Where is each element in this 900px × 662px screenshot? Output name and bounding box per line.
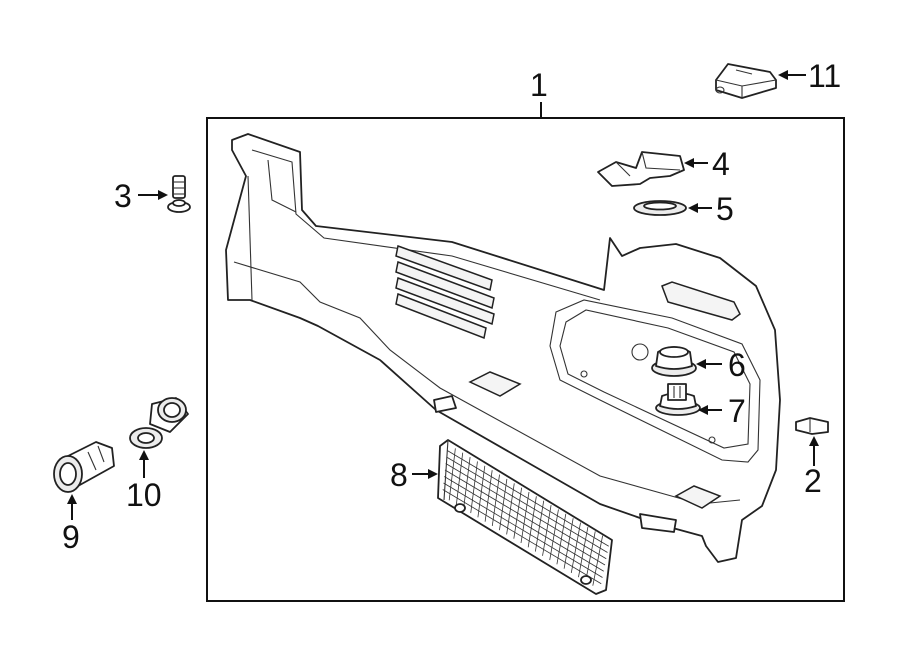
- net-mesh-line: [445, 463, 607, 560]
- callout-11: 11: [778, 58, 841, 94]
- callout-1-label: 1: [530, 67, 548, 103]
- callout-5: 5: [688, 191, 734, 227]
- callout-8-label: 8: [390, 457, 408, 493]
- net-mesh-line: [446, 456, 608, 553]
- callout-3-label: 3: [114, 178, 132, 214]
- net-mesh-line: [444, 469, 606, 566]
- callout-7: 7: [698, 393, 746, 429]
- callout-7-label: 7: [728, 393, 746, 429]
- part-11-module: [715, 63, 777, 99]
- callout-9-label: 9: [62, 519, 80, 555]
- net-mesh-line: [447, 450, 609, 547]
- net-mesh-line: [444, 476, 604, 572]
- part-7-clip: [655, 383, 701, 416]
- callout-8: 8: [390, 457, 438, 493]
- callout-5-label: 5: [716, 191, 734, 227]
- net-mesh-line: [442, 489, 602, 585]
- callout-2-label: 2: [804, 463, 822, 499]
- quarter-trim-panel: [225, 133, 781, 563]
- callout-6: 6: [696, 347, 746, 383]
- part-2-clip: [795, 417, 829, 435]
- callout-6-label: 6: [728, 347, 746, 383]
- callout-4-label: 4: [712, 146, 730, 182]
- part-3-push-pin: [167, 175, 191, 213]
- callout-10: 10: [126, 450, 162, 513]
- part-5-ring: [633, 200, 687, 216]
- callout-4: 4: [684, 146, 730, 182]
- assembly-frame: [206, 117, 845, 602]
- callout-3: 3: [114, 178, 168, 214]
- part-9-bushing: [53, 441, 115, 493]
- part-4-hook: [597, 151, 685, 187]
- callout-11-label: 11: [808, 58, 841, 94]
- callout-10-label: 10: [126, 477, 162, 513]
- callout-9: 9: [62, 494, 80, 555]
- part-10-grommet: [129, 397, 189, 449]
- callout-2: 2: [804, 436, 822, 499]
- net-mesh: [442, 448, 609, 586]
- callout-1: 1: [530, 67, 548, 118]
- net-mesh-line: [443, 482, 603, 578]
- part-8-net: [437, 439, 613, 595]
- part-6-grommet: [651, 346, 697, 377]
